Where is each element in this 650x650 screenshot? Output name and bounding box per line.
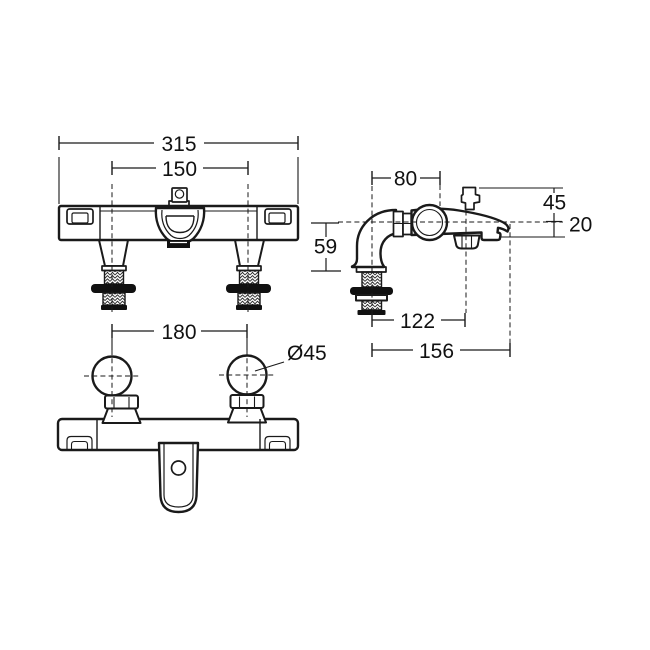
dim-elbow-centres: 180 [111,321,248,350]
dim-axis-to-top: 45 [479,187,568,237]
dim-axis-to-top-gap [541,193,568,213]
dim-handle-offset-ticks [371,171,441,185]
bottom-nut-left-body [104,394,139,410]
dim-elbow-centres-gap [154,321,201,341]
front-leg-left-flange [91,284,136,293]
dim-overall-projection: 156 [371,340,511,363]
front-view [57,187,300,310]
dim-overall-width: 315 [58,132,299,204]
bottom-cone-left [101,407,142,424]
side-inlet-shank [350,266,393,315]
dim-overall-width-ticks [58,136,299,150]
bottom-bracket-right [264,435,291,449]
side-inlet-elbow [350,208,398,269]
side-shower-outlet-nut [453,234,481,250]
dim-axis-to-outlet-value: 20 [569,214,592,237]
side-view [350,186,510,315]
dim-overall-projection-ticks [371,343,511,357]
front-leg-right [226,239,271,310]
bottom-cone-right [227,407,267,424]
front-leg-right-thread-upper [238,269,260,285]
bottom-spout-inner [163,443,194,508]
side-shower-nut-facets [461,236,473,248]
dim-overall-width-extensions [58,157,299,204]
front-bracket-left [66,208,94,225]
dim-handle-offset-gap [391,167,420,188]
dim-inlet-to-shower-outlet: 122 [371,310,466,333]
front-leg-left-thread-upper [103,269,125,285]
dim-overall-projection-gap [413,340,460,360]
bottom-bracket-left-inner [70,440,89,449]
dim-axis-height-gap [312,237,339,258]
dim-overall-projection-value: 156 [419,340,454,363]
dim-elbow-centres-extensions [111,338,248,350]
side-connector-rings [392,210,413,238]
dim-axis-height-ticks [311,222,341,272]
dim-inlet-centres: 150 [111,158,249,181]
dim-inlet-centres-gap [156,158,203,178]
bottom-nut-right-facets [238,396,256,407]
bottom-spout-hole [170,460,187,476]
bottom-bracket-right-outer [264,435,291,449]
dim-inlet-to-shower-outlet-gap [394,310,441,330]
front-spout [154,206,206,245]
front-leg-left-thread-lower [102,292,126,306]
bottom-bracket-left [66,435,93,449]
front-leg-right-thread-lower [237,292,261,306]
dim-inlet-to-shower-outlet-value: 122 [400,310,435,333]
bottom-spout [157,441,200,514]
front-diverter-knob [168,187,190,208]
dim-elbow-centres-ticks [111,324,248,338]
front-body-endcap-lines [99,206,258,240]
front-bracket-left-outer [66,208,94,225]
dim-overall-width-gap [154,132,204,153]
front-leg-right-cone [234,239,265,267]
dim-axis-to-top-value: 45 [543,192,566,215]
dim-handle-offset: 80 [371,167,441,191]
dim-axis-to-outlet: 20 [499,214,592,238]
front-bracket-left-inner [71,212,89,224]
bottom-spout-outer [157,441,200,514]
side-diverter-knob [460,186,481,211]
front-leg-right-end [236,305,262,310]
bottom-nut-left-facets [113,397,130,408]
front-spout-band [165,215,195,234]
side-shank-flange [350,287,393,295]
dim-axis-height: 59 [311,222,341,272]
bottom-bracket-left-outer [66,435,93,449]
front-bracket-right-inner [268,212,286,224]
front-bracket-right [264,208,292,225]
front-spout-inner [161,209,199,240]
label-elbow-diameter-value: Ø45 [287,342,327,365]
front-shower-connector [167,240,190,248]
front-leg-left-cone [98,239,129,267]
bottom-view [56,354,300,514]
label-elbow-diameter: Ø45 [254,342,327,372]
front-leg-right-flange [226,284,271,293]
dim-inlet-centres-value: 150 [162,158,197,181]
dim-elbow-centres-value: 180 [161,321,196,344]
dim-overall-width-value: 315 [161,133,196,156]
dim-axis-height-value: 59 [314,236,337,259]
bottom-body-endcap-lines [96,419,261,450]
centerlines [84,184,563,417]
side-shower-nut-body [453,234,481,250]
dim-handle-offset-value: 80 [394,168,417,191]
front-diverter-circle [174,189,185,199]
dim-inlet-centres-ticks [111,161,249,175]
label-elbow-diameter-leader [254,361,285,372]
bottom-nut-left [104,394,139,410]
front-leg-left [91,239,136,310]
dim-inlet-to-shower-outlet-ticks [371,313,466,327]
front-leg-left-end [101,305,127,310]
bottom-bracket-right-inner [268,440,287,449]
